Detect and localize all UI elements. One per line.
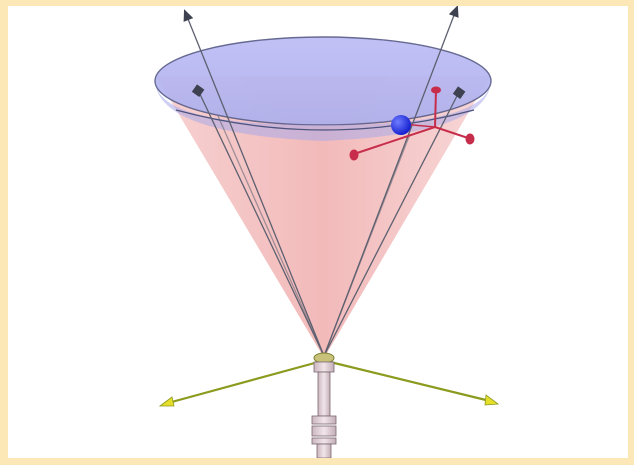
stand-nut-2 [312, 426, 336, 436]
ground-arrow-right [326, 361, 490, 401]
red-tip-up [431, 87, 441, 94]
red-tip-left [350, 150, 359, 161]
stand-nut-3 [312, 438, 336, 444]
red-tip-right [466, 134, 475, 145]
stand-collar [314, 362, 334, 372]
stand-shaft [318, 372, 330, 416]
apex-joint [314, 353, 334, 363]
arrow-diagonal-icon [160, 397, 174, 406]
arrow-diagonal-icon [485, 395, 498, 405]
cone-diagram [8, 6, 628, 458]
ground-arrow-left [168, 361, 322, 403]
stand-nut-1 [312, 416, 336, 424]
red-axis-up [435, 90, 436, 127]
stand [312, 362, 336, 458]
sphere-icon [391, 115, 411, 135]
stand-foot [317, 444, 331, 458]
figure-canvas [8, 6, 628, 458]
